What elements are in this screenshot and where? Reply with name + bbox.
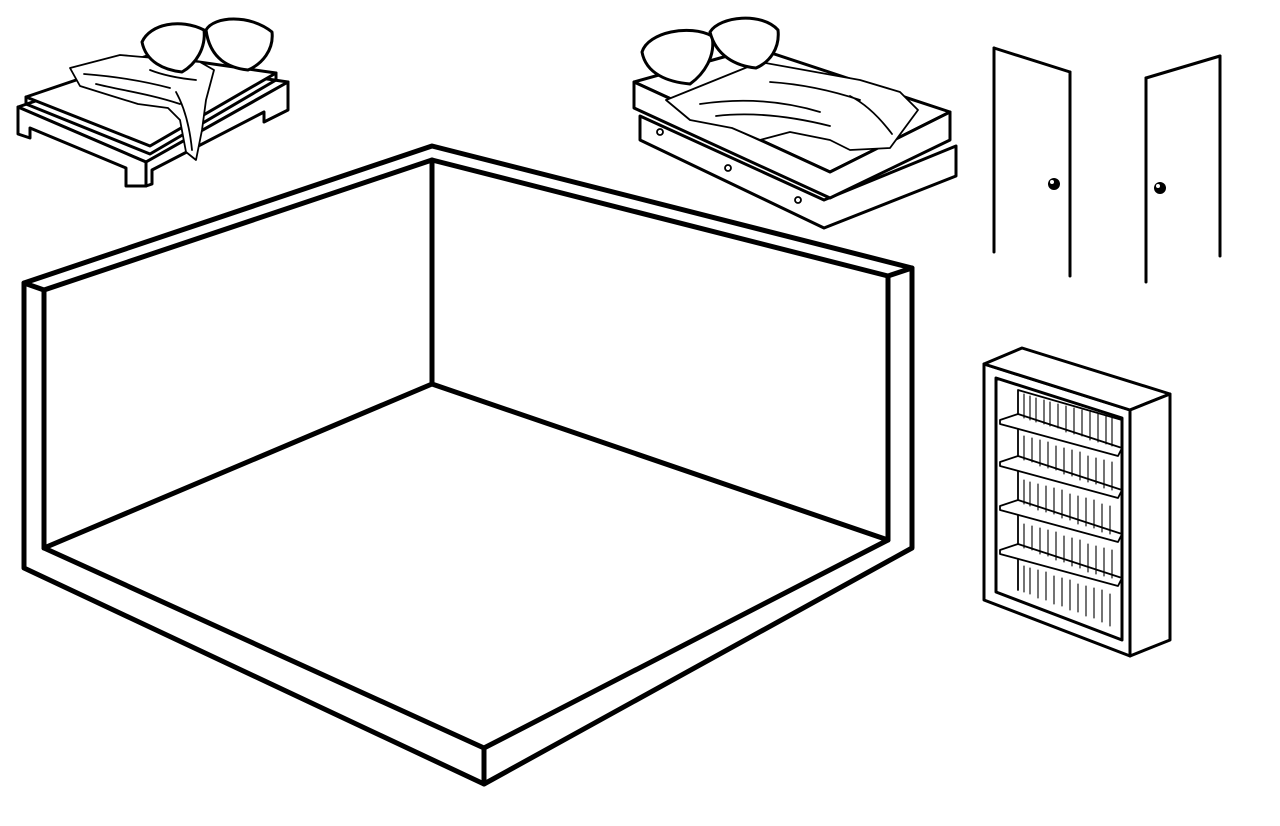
mattress-bed-stitch: [656, 128, 664, 136]
door-right-knob-icon: [1154, 182, 1166, 194]
bookshelf-shelf: [999, 455, 1123, 499]
room-floor-right-edge: [429, 381, 891, 543]
platform-bed-pillow-right: [204, 17, 274, 72]
mattress-bed-sheet-folds: [699, 81, 893, 135]
bookshelf-books-row: [1023, 393, 1113, 447]
door-right-top-edge: [1144, 54, 1222, 80]
empty-room: [21, 143, 915, 787]
platform-bed-pillow-left: [140, 22, 206, 74]
bookshelf-shelf: [999, 499, 1123, 543]
door-left-top-edge: [992, 46, 1072, 74]
room-outer-wall: [21, 143, 915, 787]
platform-bed-mattress-edge: [24, 71, 278, 156]
mattress-bed-stitch: [794, 196, 802, 204]
door-left-knob-icon: [1048, 178, 1060, 190]
room-left-wall-rim: [21, 280, 47, 293]
mattress-bed-icon: [632, 16, 958, 230]
bookshelf-books-row: [1023, 479, 1111, 535]
bookshelf-books-row: [1023, 565, 1111, 627]
room-right-wall-rim: [885, 265, 915, 279]
door-left-knob-highlight: [1050, 180, 1054, 184]
mattress-bed-stitch: [724, 164, 732, 172]
door-icon-left: [992, 46, 1072, 278]
bookshelf-books-row: [1023, 523, 1113, 579]
bookshelf-shelf: [999, 543, 1123, 587]
platform-bed-icon: [16, 17, 290, 188]
mattress-bed-boxspring: [638, 114, 958, 230]
door-right-knob-highlight: [1156, 184, 1160, 188]
bookshelf-side: [1128, 392, 1172, 658]
room-floor-left-edge: [41, 381, 435, 551]
mattress-bed-pillow-right: [708, 16, 780, 70]
mattress-bed-mattress-side: [632, 80, 952, 200]
bookshelf-inner-opening: [994, 376, 1124, 642]
platform-bed-base-right: [144, 80, 290, 188]
bookshelf-icon: [982, 346, 1172, 658]
door-icon-right: [1144, 54, 1222, 284]
bookshelf-shelf: [999, 413, 1123, 457]
platform-bed-blanket: [69, 54, 215, 161]
mattress-bed-pillow-left: [640, 28, 715, 86]
bookshelf-books-row: [1023, 435, 1113, 491]
platform-bed-blanket-folds: [83, 69, 197, 151]
